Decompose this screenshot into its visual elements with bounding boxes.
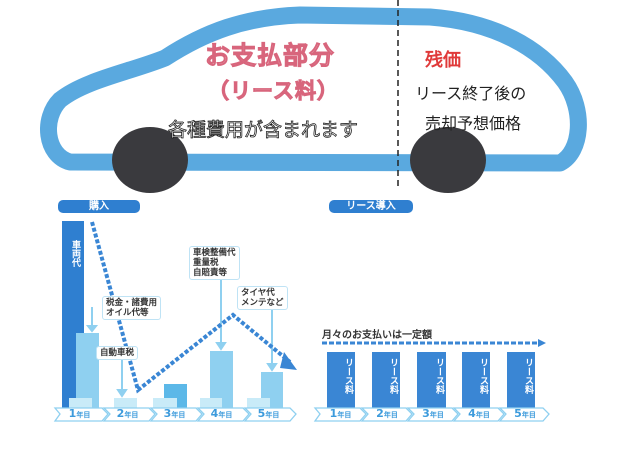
purchase-year-band [53,407,297,422]
front-wheel [410,127,486,193]
residual-title: 残価 [425,50,461,71]
car-body-outline [40,6,587,172]
year-label: 4年目 [468,407,490,420]
year-label: 5年目 [514,407,536,420]
callout-auto-tax: 自動車税 [96,346,139,360]
lease-bar-label: リース料 [343,358,353,394]
lease-bar-label: リース料 [523,358,533,394]
lease-tag: リース導入 [329,200,413,213]
purchase-tag: 購入 [58,200,140,213]
lease-bar-label: リース料 [388,358,398,394]
constant-payment-note: 月々のお支払いは一定額 [322,330,432,341]
year4-bar [210,351,233,408]
year-label: 1年目 [68,407,91,420]
year-label: 3年目 [163,407,186,420]
callout-taxes: 税金・諸費用 オイル代等 [102,296,162,320]
residual-line2: 売却予想価格 [425,114,522,133]
lease-year-band [313,407,550,422]
lease-bars [327,352,535,408]
payment-subtitle: （リース料） [208,79,339,104]
trend-arrowhead [280,352,297,370]
year-label: 5年目 [257,407,280,420]
year-label: 2年目 [116,407,139,420]
payment-title: お支払部分 [204,41,336,71]
constant-arrowhead [538,339,546,347]
year-label: 1年目 [329,407,352,420]
lease-bar-label: リース料 [478,358,488,394]
year1-bar [76,333,99,408]
year-label: 2年目 [376,407,398,420]
year-label: 3年目 [422,407,444,420]
rear-wheel [112,127,188,193]
down-arrows [85,276,278,398]
residual-line1: リース終了後の [415,84,527,103]
year-label: 4年目 [210,407,233,420]
purchase-year-labels: 1年目 2年目 3年目 4年目 5年目 [55,407,300,421]
callout-inspection: 車検整備代 重量税 自賠責等 [189,246,240,280]
callout-tires: タイヤ代 メンテなど [237,286,288,310]
payment-note: 各種費用が含まれます [168,119,359,142]
lease-year-labels: 1年目 2年目 3年目 4年目 5年目 [317,407,552,421]
lease-bar-label: リース料 [434,358,444,394]
vehicle-cost-label: 車両代 [70,240,80,267]
base-blocks [69,398,270,408]
